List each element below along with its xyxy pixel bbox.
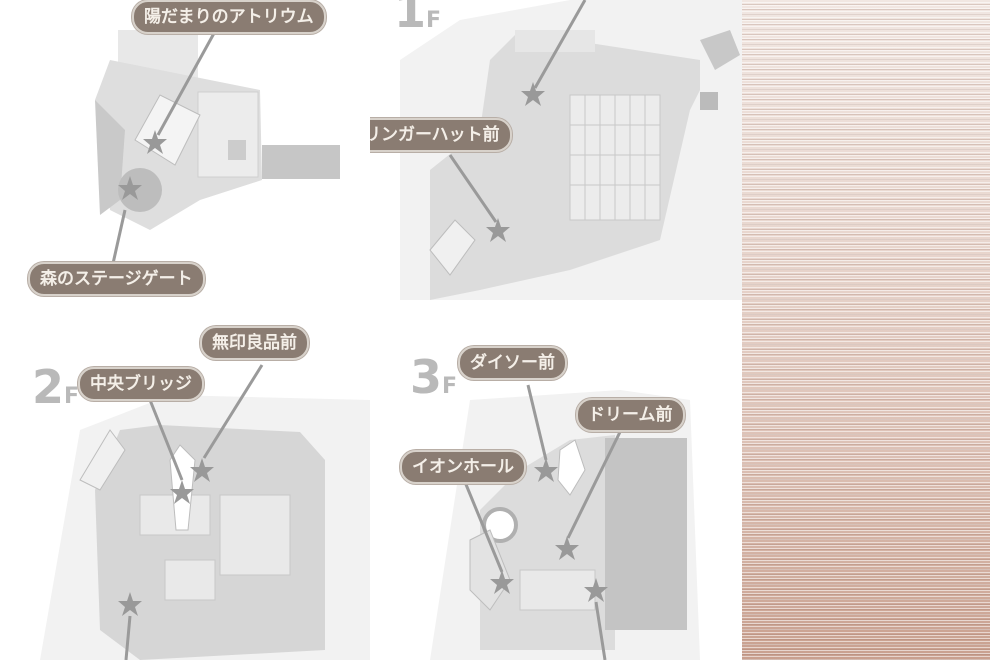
location-label-stage-gate[interactable]: 森のステージゲート: [28, 262, 205, 296]
star-marker-icon: [534, 458, 558, 482]
floor-indicator-3f: 3F: [410, 350, 458, 404]
star-marker-icon: [555, 536, 579, 560]
star-marker-icon: [521, 82, 545, 106]
map-panel-ground: 陽だまりのアトリウム 森のステージゲート: [0, 0, 370, 320]
star-marker-icon: [190, 458, 214, 482]
star-marker-icon: [143, 130, 167, 154]
floor-map-2f: [40, 364, 370, 660]
map-panel-3f: 3F ダイソー前 ドリーム前 イオンホール: [370, 320, 742, 660]
floor-map-1f: [400, 0, 742, 300]
side-decorative-panel: [742, 0, 990, 660]
star-marker-icon: [486, 218, 510, 242]
location-label-ringer-hut[interactable]: リンガーハット前: [370, 118, 512, 152]
location-label-muji[interactable]: 無印良品前: [200, 326, 309, 360]
map-panel-2f: 2F 無印良品前 中央ブリッジ: [0, 320, 370, 660]
location-label-central-bridge[interactable]: 中央ブリッジ: [78, 367, 204, 401]
star-marker-icon: [118, 592, 142, 616]
floor-map-ground: [95, 25, 340, 269]
location-label-daiso[interactable]: ダイソー前: [458, 346, 567, 380]
location-label-aeon-hall[interactable]: イオンホール: [400, 450, 526, 484]
location-label-atrium[interactable]: 陽だまりのアトリウム: [132, 0, 326, 34]
location-label-dream[interactable]: ドリーム前: [576, 398, 685, 432]
star-marker-icon: [490, 570, 514, 594]
floor-indicator-1f: 1F: [394, 0, 442, 38]
map-panel-1f: 1F リンガーハット前: [370, 0, 742, 320]
star-marker-icon: [584, 578, 608, 602]
star-marker-icon: [170, 480, 194, 504]
star-marker-icon: [118, 176, 142, 200]
floor-indicator-2f: 2F: [32, 360, 80, 414]
